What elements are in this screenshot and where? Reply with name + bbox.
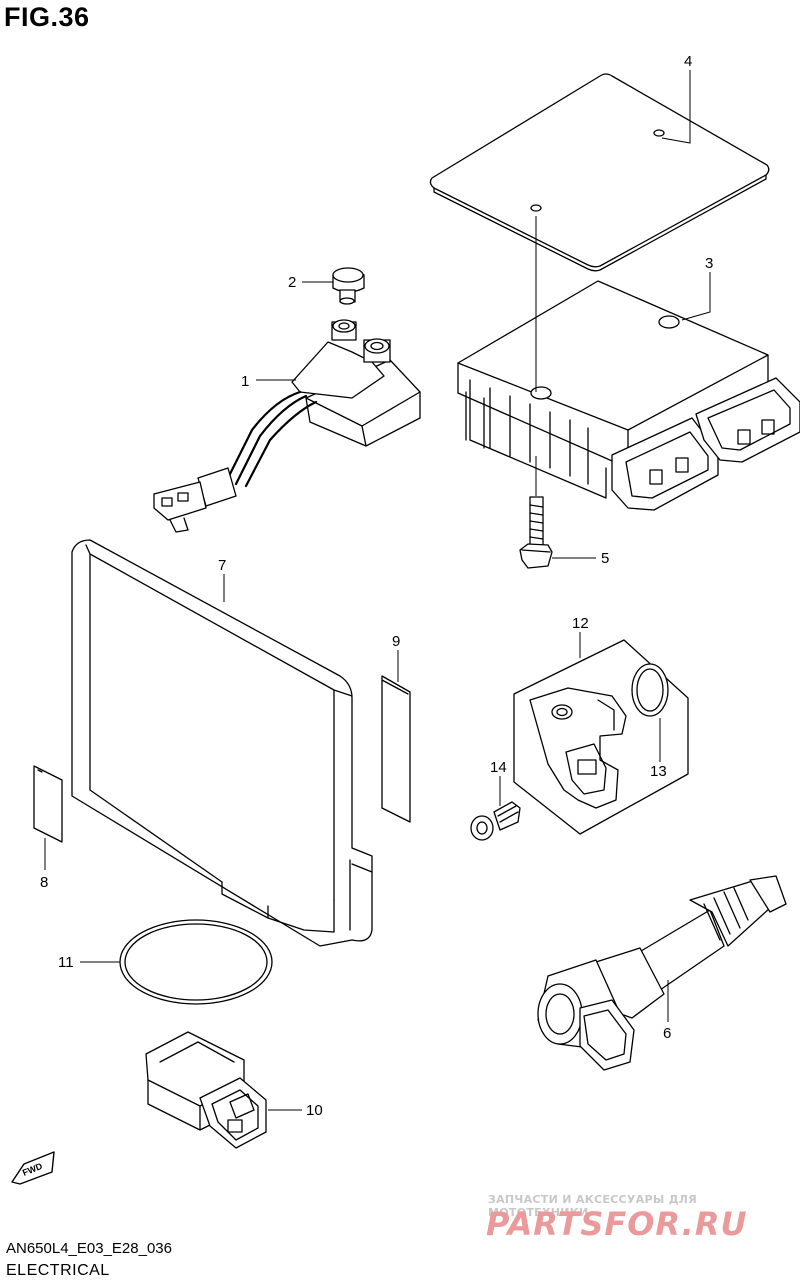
figure-title: FIG.36 — [4, 2, 90, 32]
part-11-o-ring[interactable] — [119, 919, 273, 1005]
part-3-regulator[interactable] — [457, 280, 800, 511]
callout-4: 4 — [684, 53, 692, 70]
part-9-pad[interactable] — [381, 675, 411, 823]
part-7-ecm[interactable] — [71, 539, 373, 947]
callout-3: 3 — [705, 255, 713, 272]
part-10-connector[interactable] — [145, 1031, 267, 1149]
part-6-ignition-coil[interactable] — [537, 875, 787, 1071]
part-5-bolt[interactable] — [519, 496, 553, 569]
callout-10: 10 — [306, 1102, 323, 1119]
callout-7: 7 — [218, 557, 226, 574]
watermark-logo: PARTSFOR.RU — [486, 1205, 748, 1243]
part-14-bolt[interactable] — [470, 801, 521, 841]
callout-8: 8 — [40, 874, 48, 891]
callout-9: 9 — [392, 633, 400, 650]
callout-1: 1 — [241, 373, 249, 390]
part-12-sensor[interactable] — [513, 639, 689, 835]
callout-2: 2 — [288, 274, 296, 291]
watermark-tagline: ЗАПЧАСТИ И АКСЕССУАРЫ ДЛЯ МОТОТЕХНИКИ — [488, 1193, 698, 1219]
figure-caption: ELECTRICAL — [6, 1262, 110, 1279]
callout-11: 11 — [58, 954, 74, 971]
figure-code: AN650L4_E03_E28_036 — [6, 1240, 172, 1257]
callout-6: 6 — [663, 1025, 671, 1042]
part-2-bolt[interactable] — [332, 267, 365, 305]
part-1-starter-relay[interactable] — [153, 319, 421, 533]
callout-13: 13 — [650, 763, 667, 780]
callout-14: 14 — [490, 759, 507, 776]
leader-lines — [44, 70, 711, 1111]
part-4-cover-plate[interactable] — [429, 73, 770, 272]
callout-5: 5 — [601, 550, 609, 567]
fwd-arrow-icon — [11, 1151, 55, 1185]
part-13-o-ring[interactable] — [631, 663, 669, 717]
part-8-label[interactable] — [33, 765, 63, 843]
callouts: 4 3 2 1 5 7 9 12 13 14 8 11 6 10 FWD — [21, 53, 713, 1178]
callout-12: 12 — [572, 615, 589, 632]
